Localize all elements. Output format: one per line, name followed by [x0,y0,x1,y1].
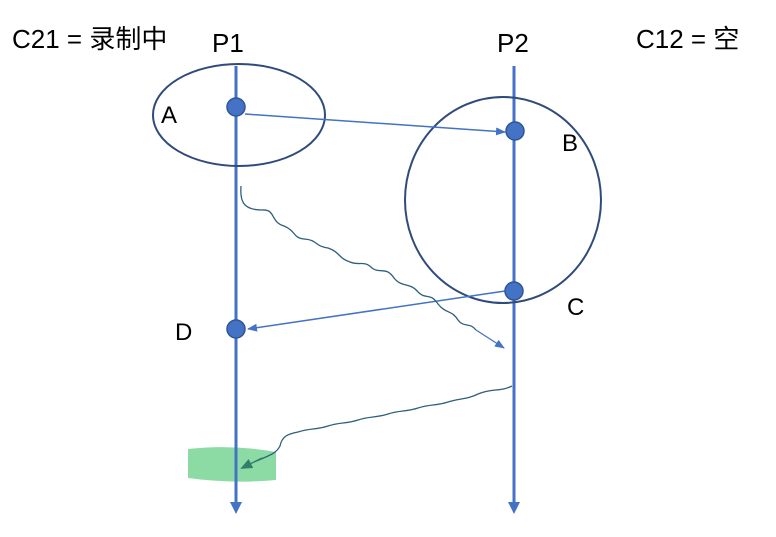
highlight-patch [188,447,276,482]
message-a-to-b [244,113,506,136]
channel-c12-state: C12 = 空 [636,24,740,54]
event-d-dot [226,319,246,339]
p1-timeline-arrow [230,502,242,514]
event-b-label: B [562,130,579,157]
event-a-dot [226,97,246,117]
process-p2-label: P2 [497,28,529,58]
process-p1-label: P1 [212,28,244,58]
state-ellipse-a [152,63,326,167]
marker-message-p2-to-p1 [253,385,513,463]
marker-message-p2-to-p1-arrow [240,457,263,469]
message-c-to-d [247,290,506,332]
marker-message-p1-to-p2-arrow [475,329,505,349]
event-b-dot [505,121,525,141]
marker-message-p1-to-p2 [240,185,477,331]
event-c-dot [504,281,524,301]
event-a-label: A [161,102,178,129]
channel-c21-state: C21 = 录制中 [12,24,168,54]
event-c-label: C [567,294,585,321]
p2-timeline-arrow [508,502,520,514]
event-d-label: D [175,319,193,346]
state-ellipse-bc [404,96,602,304]
